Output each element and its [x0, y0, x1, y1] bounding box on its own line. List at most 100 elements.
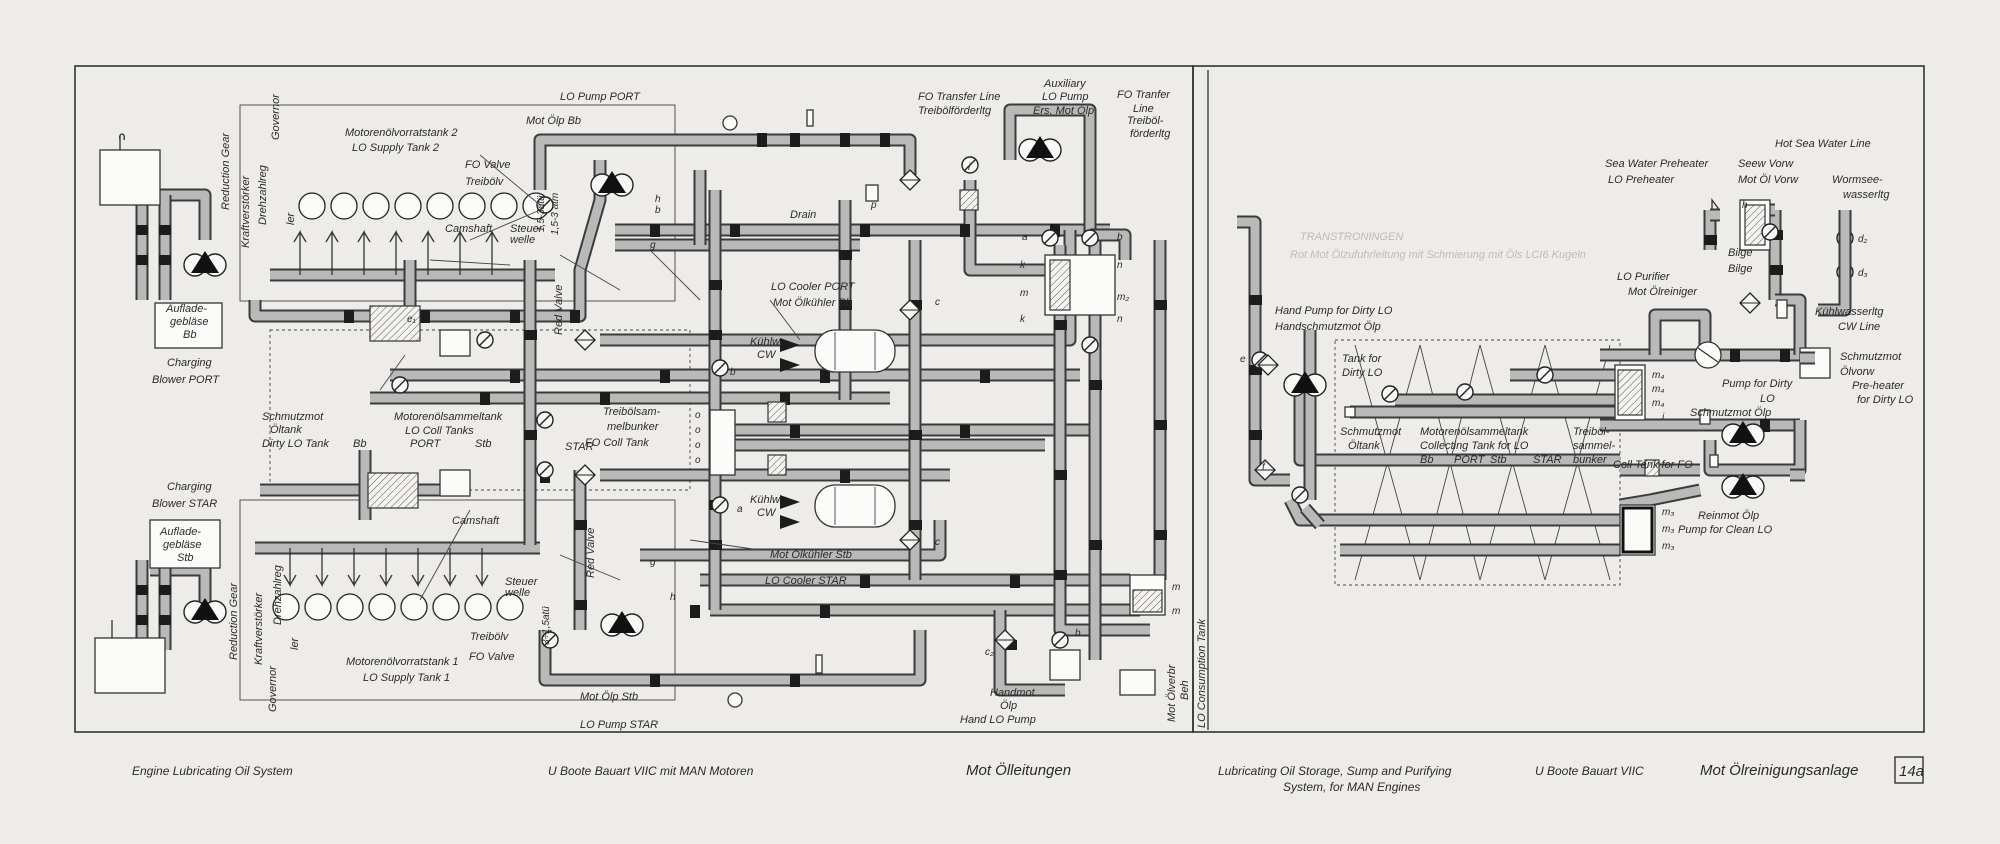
label-schm-olp: Schmutzmot Ölp — [1690, 407, 1771, 419]
label-hand-pump3: Hand LO Pump — [960, 714, 1036, 726]
svg-text:m₃: m₃ — [1662, 507, 1674, 518]
label-charging-star-de3: Stb — [177, 552, 194, 564]
label-cooler-port-en: LO Cooler PORT — [771, 281, 856, 293]
label-lo-word: LO — [1760, 393, 1775, 405]
label-treib2: sammel- — [1573, 440, 1616, 452]
svg-text:n: n — [1117, 314, 1123, 325]
charging-blower-tank-port — [99, 149, 161, 206]
pump-dirty-lo — [1721, 420, 1765, 447]
label-kuhl2: CW Line — [1838, 321, 1880, 333]
svg-text:e₁: e₁ — [407, 314, 416, 325]
label-steuer-bottom: Steuer — [505, 576, 539, 588]
bleed-line-2: Rot Mot Ölzufuhrleitung mit Schmierung m… — [1290, 249, 1586, 261]
label-schm-vorw1: Schmutzmot — [1840, 351, 1902, 363]
label-supply1-en: LO Supply Tank 1 — [363, 672, 450, 684]
label-hand-dirty1: Hand Pump for Dirty LO — [1275, 305, 1393, 317]
svg-text:b: b — [1117, 232, 1123, 243]
label-treibolv-bottom: Treibölv — [470, 631, 510, 643]
label-coll-en: Collecting Tank for LO — [1420, 440, 1529, 452]
label-hand-dirty2: Handschmutzmot Ölp — [1275, 321, 1381, 333]
right-connection-letters: d₂ d₃ h e f m₄ m₄ m₄ m₃ m₃ m₃ i — [1240, 200, 1868, 552]
label-schmutz-de2: Öltank — [270, 424, 302, 436]
right-frame — [1192, 65, 1925, 733]
label-supply2-en: LO Supply Tank 2 — [352, 142, 439, 154]
svg-text:o: o — [695, 455, 701, 466]
label-lo-pre1: LO Preheater — [1608, 174, 1675, 186]
label-reduction-gear-bottom: Reduction Gear — [228, 582, 240, 660]
pump-clean-lo — [1721, 472, 1765, 499]
auxiliary-lo-pump — [1018, 135, 1062, 162]
svg-text:n: n — [1117, 260, 1123, 271]
label-coll-stb: Stb — [1490, 454, 1507, 466]
label-drehzahl-bottom-2: ler — [289, 636, 301, 650]
svg-text:m₃: m₃ — [1662, 524, 1674, 535]
label-cw-bottom: CW — [757, 507, 777, 519]
svg-text:m₂: m₂ — [1117, 292, 1129, 303]
label-treibol-de1: Treibölsam- — [603, 406, 661, 418]
label-sammel-port: PORT — [410, 438, 442, 450]
svg-text:f: f — [1262, 462, 1266, 473]
drain-cup — [865, 184, 879, 202]
label-cw-top: CW — [757, 349, 777, 361]
label-fo-tranfer1: FO Tranfer — [1117, 89, 1171, 101]
label-charging-port-de3: Bb — [183, 329, 196, 341]
label-schmutz-de1: Schmutzmot — [262, 411, 324, 423]
label-charging-star-en1: Charging — [167, 481, 213, 493]
label-hand-pump1: Handmot — [990, 687, 1036, 699]
label-tank-dirty1: Tank for — [1342, 353, 1383, 365]
label-hand-pump2: Ölp — [1000, 700, 1017, 712]
label-governor-top: Governor — [270, 93, 282, 140]
svg-text:b: b — [1075, 628, 1081, 639]
svg-text:i: i — [968, 162, 971, 173]
svg-text:d₃: d₃ — [1858, 268, 1868, 279]
caption-right-title2: System, for MAN Engines — [1283, 780, 1420, 794]
label-kuhlw-top: Kühlw — [750, 336, 781, 348]
pressure-gauge-bottom — [727, 692, 743, 708]
charging-blower-port — [183, 250, 227, 277]
label-coll-port: PORT — [1454, 454, 1486, 466]
label-tank-dirty2: Dirty LO — [1342, 367, 1383, 379]
charging-blower-box-port — [154, 302, 223, 349]
label-charging-star-de2: gebläse — [163, 539, 202, 551]
label-schm-vorw2: Ölvorw — [1840, 366, 1875, 378]
engine-lo-system: LO Pump PORT LO Pump STAR Motorenölvorra… — [94, 78, 1208, 731]
label-charging-port-de2: gebläse — [170, 316, 209, 328]
label-kraft-top: Kraftverstörker — [240, 175, 252, 248]
label-camshaft-top: Camshaft — [445, 223, 493, 235]
label-coll-star: STAR — [1533, 454, 1562, 466]
svg-text:m: m — [1172, 606, 1180, 617]
label-sea-pre2: Seew Vorw — [1738, 158, 1794, 170]
caption-right-title1: Lubricating Oil Storage, Sump and Purify… — [1218, 764, 1452, 778]
label-fo-transfer1: FO Transfer Line — [918, 91, 1000, 103]
hand-lo-pump — [1049, 649, 1081, 681]
pressure-gauge-top — [722, 115, 738, 131]
label-treibolv-top: Treibölv — [465, 176, 505, 188]
label-cooler-star-de: Mot Ölkühler Stb — [770, 549, 852, 561]
cylinders-top — [298, 192, 550, 220]
caption-left-title: Engine Lubricating Oil System — [132, 764, 293, 778]
svg-text:h: h — [1742, 200, 1748, 211]
label-press-top2: 1,5-3 atm — [550, 193, 561, 235]
label-beh: Beh — [1179, 680, 1191, 700]
svg-text:m₄: m₄ — [1652, 384, 1664, 395]
label-charging-port-en1: Charging — [167, 357, 213, 369]
svg-text:g: g — [650, 240, 656, 251]
svg-text:o: o — [695, 425, 701, 436]
label-olverbr: Mot Ölverbr — [1166, 663, 1178, 722]
caption-right-boat: U Boote Bauart VIIC — [1535, 764, 1644, 778]
svg-text:m₄: m₄ — [1652, 398, 1664, 409]
dirty-lo-tank-port — [369, 305, 421, 342]
label-sammel-de: Motorenölsammeltank — [394, 411, 503, 423]
dirty-lo-tank-star — [367, 472, 419, 509]
label-purifier1: LO Purifier — [1617, 271, 1671, 283]
label-treib1: Treiböl- — [1573, 426, 1610, 438]
svg-text:e: e — [1240, 354, 1246, 365]
label-welle-bottom: welle — [505, 587, 530, 599]
label-charging-port-de1: Auflade- — [165, 303, 207, 315]
label-pump-dirty: Pump for Dirty — [1722, 378, 1794, 390]
caption-center-title: Mot Ölleitungen — [966, 761, 1071, 779]
svg-text:m₄: m₄ — [1652, 370, 1664, 381]
label-cooler-port-de: Mot Ölkühler Bb — [773, 297, 852, 309]
label-warm2: wasserltg — [1843, 189, 1890, 201]
olverbr-beh — [1119, 669, 1156, 696]
